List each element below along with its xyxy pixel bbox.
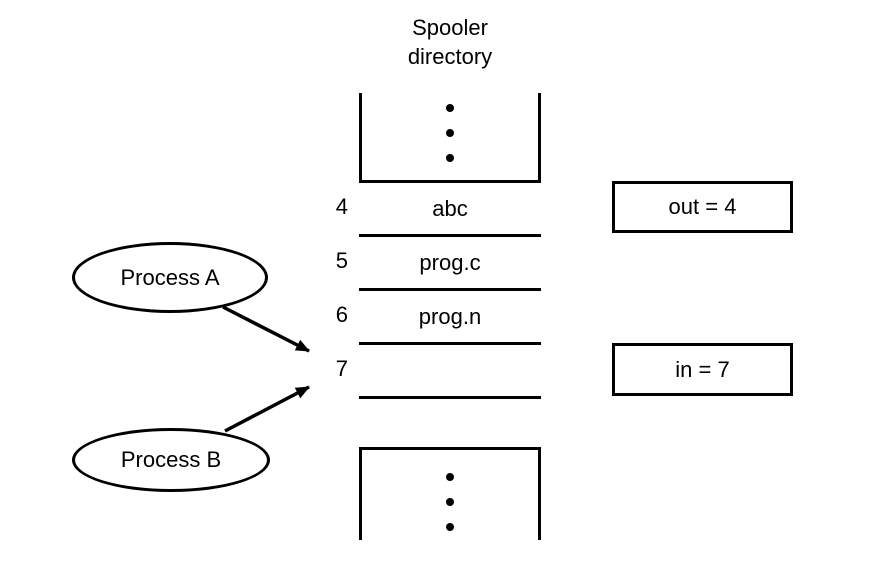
ellipsis-dot — [446, 473, 454, 481]
slot-row-7 — [359, 342, 541, 396]
slot-index-7: 7 — [335, 356, 348, 381]
slot-index-6: 6 — [335, 302, 348, 327]
ellipsis-dot — [446, 154, 454, 162]
ellipsis-dot — [446, 523, 454, 531]
title-line-1: Spooler — [412, 15, 488, 40]
slot-row-4: abc — [359, 180, 541, 234]
slot-row-6: prog.n — [359, 288, 541, 342]
ellipsis-dot — [446, 498, 454, 506]
process-a-arrow — [222, 305, 310, 353]
vertical-ellipsis-top-icon — [360, 104, 540, 162]
ellipsis-dot — [446, 104, 454, 112]
in-pointer-box: in = 7 — [612, 343, 793, 396]
page-title: Spooler directory — [350, 13, 550, 71]
slot-row-unnumbered — [359, 396, 541, 450]
out-pointer-box: out = 4 — [612, 181, 793, 233]
ellipsis-dot — [446, 129, 454, 137]
title-line-2: directory — [407, 44, 493, 69]
out-pointer-label: out = 4 — [668, 194, 737, 219]
spooler-slot-stack: abc prog.c prog.n — [359, 180, 541, 450]
slot-row-5: prog.c — [359, 234, 541, 288]
slot-index-5: 5 — [335, 248, 348, 273]
slot-content: prog.c — [419, 249, 481, 275]
process-a-ellipse: Process A — [72, 242, 268, 313]
vertical-ellipsis-bottom-icon — [360, 473, 540, 531]
process-a-label: Process A — [120, 264, 220, 290]
slot-content: prog.n — [418, 303, 482, 329]
in-pointer-label: in = 7 — [675, 356, 730, 382]
process-b-ellipse: Process B — [72, 428, 270, 492]
slot-index-4: 4 — [335, 194, 348, 219]
slot-content: abc — [432, 195, 468, 221]
process-b-arrow — [224, 385, 310, 433]
process-b-label: Process B — [120, 447, 222, 472]
